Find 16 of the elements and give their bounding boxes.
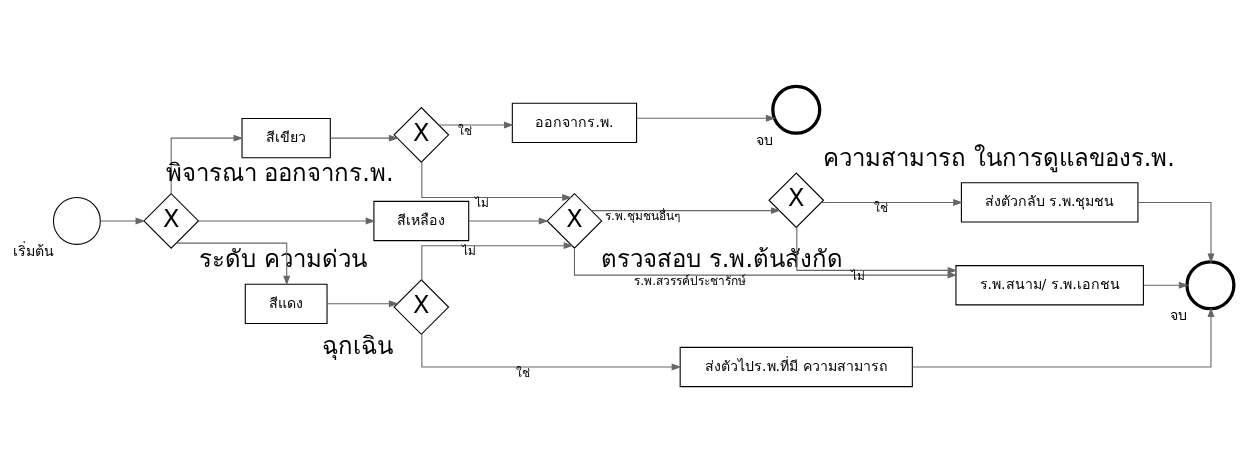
edge-label: ไม่	[851, 268, 865, 283]
edge-label: ใช่	[457, 123, 472, 138]
node-label: ระดับ ความด่วน	[199, 245, 367, 274]
edge-label: ร.พ.ชุมชนอื่นๆ	[604, 209, 680, 224]
edge-label: ใช่	[516, 365, 531, 380]
node-label: จบ	[1169, 307, 1187, 324]
node-label: ฉุกเฉิน	[322, 331, 394, 360]
edge-label: ไม่	[461, 244, 476, 259]
node-label: ความสามารถ ในการดูแลของร.พ.	[823, 144, 1175, 173]
edge-label: ร.พ.สวรรค์ประชารักษ์	[634, 273, 746, 288]
node-label: พิจารณา ออกจากร.พ.	[165, 159, 394, 188]
edge-label: ไม่	[474, 196, 489, 211]
node-label: ตรวจสอบ ร.พ.ต้นสังกัด	[601, 245, 844, 274]
edge-label: ใช่	[873, 201, 888, 216]
node-label: เริ่มต้น	[12, 242, 54, 259]
node-label: จบ	[755, 131, 773, 148]
